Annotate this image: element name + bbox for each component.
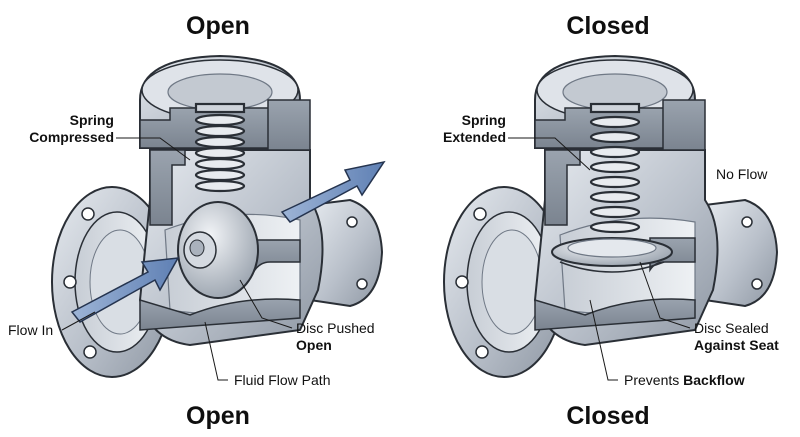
- right-spring: [589, 102, 641, 234]
- right-inlet-flange: [443, 186, 565, 378]
- no-flow-label: No Flow: [716, 166, 768, 182]
- left-flow-in-arrow: [70, 257, 180, 323]
- disc-pushed-label-line1: Disc Pushed: [296, 320, 375, 336]
- right-outlet-flange: [704, 198, 779, 308]
- left-spring-label: Spring Compressed: [20, 112, 114, 146]
- flow-in-label: Flow In: [8, 322, 54, 338]
- left-outlet-flange: [309, 198, 384, 308]
- left-spring-label-line2: Compressed: [29, 129, 114, 145]
- left-valve: [51, 54, 386, 381]
- prevents-backflow-prefix: Prevents: [624, 372, 684, 388]
- right-bonnet: [534, 54, 706, 151]
- disc-sealed-label-line1: Disc Sealed: [694, 320, 769, 336]
- left-leader-lines: [61, 137, 293, 381]
- prevents-backflow-label: Prevents Backflow: [624, 372, 745, 389]
- left-disc: [177, 201, 259, 299]
- right-title-bottom: Closed: [566, 402, 650, 430]
- right-spring-label: Spring Extended: [410, 112, 506, 146]
- right-spring-label-line2: Extended: [442, 129, 506, 145]
- right-title-top: Closed: [566, 12, 650, 40]
- disc-pushed-label-line2: Open: [296, 337, 332, 353]
- right-valve: [443, 54, 779, 381]
- right-spring-label-line1: Spring: [461, 112, 506, 128]
- right-disc: [551, 237, 673, 273]
- prevents-backflow-bold: Backflow: [683, 372, 745, 388]
- disc-sealed-label-line2: Against Seat: [694, 337, 779, 353]
- left-flow-out-arrow: [280, 160, 386, 223]
- left-title-bottom: Open: [186, 402, 250, 430]
- disc-sealed-label: Disc Sealed Against Seat: [694, 320, 779, 354]
- left-spring: [194, 102, 246, 193]
- fluid-flow-path-label: Fluid Flow Path: [234, 372, 331, 388]
- left-title-top: Open: [186, 12, 250, 40]
- right-leader-lines: [508, 137, 691, 381]
- left-spring-label-line1: Spring: [69, 112, 114, 128]
- disc-pushed-label: Disc Pushed Open: [296, 320, 375, 354]
